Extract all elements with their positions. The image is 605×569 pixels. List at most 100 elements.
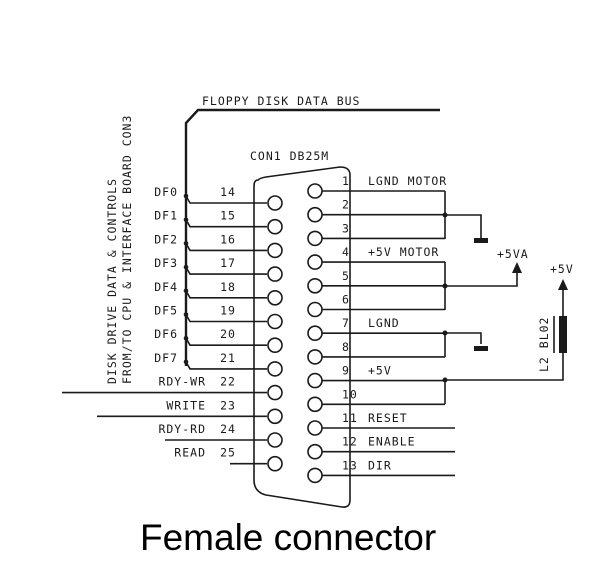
wire-5va — [445, 272, 518, 287]
right-pin-8: 8 — [307, 340, 445, 365]
left-pin-22: RDY-WR 22 — [62, 375, 283, 401]
signal-label: DF0 — [154, 185, 178, 199]
data-line — [185, 266, 267, 275]
junction — [183, 312, 189, 317]
signal-label: WRITE — [166, 398, 206, 412]
pin-number: 23 — [220, 398, 236, 412]
data-line — [185, 195, 267, 204]
pin-socket — [307, 372, 323, 389]
data-line — [185, 314, 267, 323]
pin-socket — [307, 420, 323, 436]
junction — [183, 264, 189, 270]
pin-number: 20 — [220, 327, 236, 341]
left-pin-19: DF5 19 — [154, 304, 283, 330]
signal-label: DF6 — [154, 327, 178, 341]
data-line — [185, 361, 267, 370]
pin-socket — [267, 384, 283, 401]
pin-socket — [307, 301, 323, 318]
ground-icon — [474, 346, 488, 351]
junction — [183, 193, 189, 199]
signal-label: LGND MOTOR — [368, 174, 447, 188]
right-pin-5: 5 — [307, 269, 445, 294]
ground-icon — [474, 238, 488, 243]
pin-socket — [267, 289, 283, 306]
right-pin-2: 2 — [307, 198, 445, 223]
arrow-up-icon — [558, 279, 568, 290]
pin-socket — [307, 443, 323, 460]
pin-number: 18 — [220, 280, 236, 294]
caption: Female connector — [140, 517, 436, 558]
pin-number: 16 — [220, 232, 236, 246]
right-pin-12: 12 ENABLE — [307, 435, 455, 460]
supply-5va-label: +5VA — [497, 247, 529, 261]
pin-socket — [267, 266, 283, 282]
inductor-label: L2 BL02 — [537, 317, 551, 372]
title-from-to: FROM/TO CPU & INTERFACE BOARD CON3 — [120, 115, 134, 384]
signal-label: RDY-WR — [158, 375, 206, 389]
pin-socket — [267, 242, 283, 259]
left-pin-24: RDY-RD 24 — [158, 422, 283, 448]
junction — [183, 288, 189, 294]
pin-number: 22 — [220, 375, 236, 389]
signal-label: +5V MOTOR — [368, 245, 439, 259]
left-pin-15: DF1 15 — [154, 209, 283, 235]
pin-number: 3 — [342, 221, 350, 235]
signal-label: DF2 — [154, 232, 178, 246]
pin-number: 15 — [220, 209, 236, 223]
signal-label: RESET — [368, 411, 408, 425]
pin-number: 6 — [342, 293, 350, 307]
pin-socket — [307, 206, 323, 223]
pin-socket — [267, 337, 283, 354]
right-pin-4: 4+5V MOTOR — [307, 245, 445, 270]
pin-number: 17 — [220, 256, 236, 270]
junction — [183, 241, 189, 246]
db25-shell — [253, 166, 351, 508]
bus-label: FLOPPY DISK DATA BUS — [202, 94, 360, 108]
pin-socket — [267, 432, 283, 448]
pin-socket — [307, 325, 323, 342]
signal-label: DF5 — [154, 304, 178, 318]
junction — [183, 359, 189, 365]
title-disk-drive: DISK DRIVE DATA & CONTROLS — [105, 178, 119, 384]
left-pin-16: DF2 16 — [154, 232, 283, 259]
left-pin-18: DF4 18 — [154, 280, 283, 306]
pin-number: 11 — [342, 411, 358, 425]
pin-number: 1 — [342, 174, 350, 188]
pin-socket — [307, 467, 323, 484]
arrow-up-icon — [512, 262, 522, 273]
signal-label: ENABLE — [368, 435, 416, 449]
data-line — [185, 337, 267, 346]
signal-label: RDY-RD — [158, 422, 206, 436]
signal-label: DF7 — [154, 351, 178, 365]
junction — [183, 335, 189, 341]
right-pin-1: 1 LGND MOTOR — [307, 174, 447, 199]
pin-number: 19 — [220, 304, 236, 318]
left-pin-17: DF3 17 — [154, 256, 283, 282]
pin-number: 7 — [342, 316, 350, 330]
signal-label: DF4 — [154, 280, 178, 294]
pin-number: 14 — [220, 185, 236, 199]
signal-label: DF3 — [154, 256, 178, 270]
ground-1-wire — [445, 214, 482, 239]
pin-number: 5 — [342, 269, 350, 283]
pin-socket — [307, 230, 323, 247]
pin-number: 8 — [342, 340, 350, 354]
pin-socket — [307, 277, 323, 294]
right-pin-11: 11 RESET — [307, 411, 455, 436]
signal-label: READ — [174, 446, 206, 460]
pin-number: 24 — [220, 422, 236, 436]
pin-socket — [267, 218, 283, 235]
connector-label: CON1 DB25M — [250, 149, 329, 163]
signal-label: +5V — [368, 364, 392, 378]
pin-socket — [267, 408, 283, 425]
signal-label: DF1 — [154, 209, 178, 223]
right-pin-3: 3 — [307, 221, 445, 247]
pin-number: 12 — [342, 435, 358, 449]
pin-number: 13 — [342, 458, 358, 472]
left-pin-14: DF0 14 — [154, 185, 283, 211]
